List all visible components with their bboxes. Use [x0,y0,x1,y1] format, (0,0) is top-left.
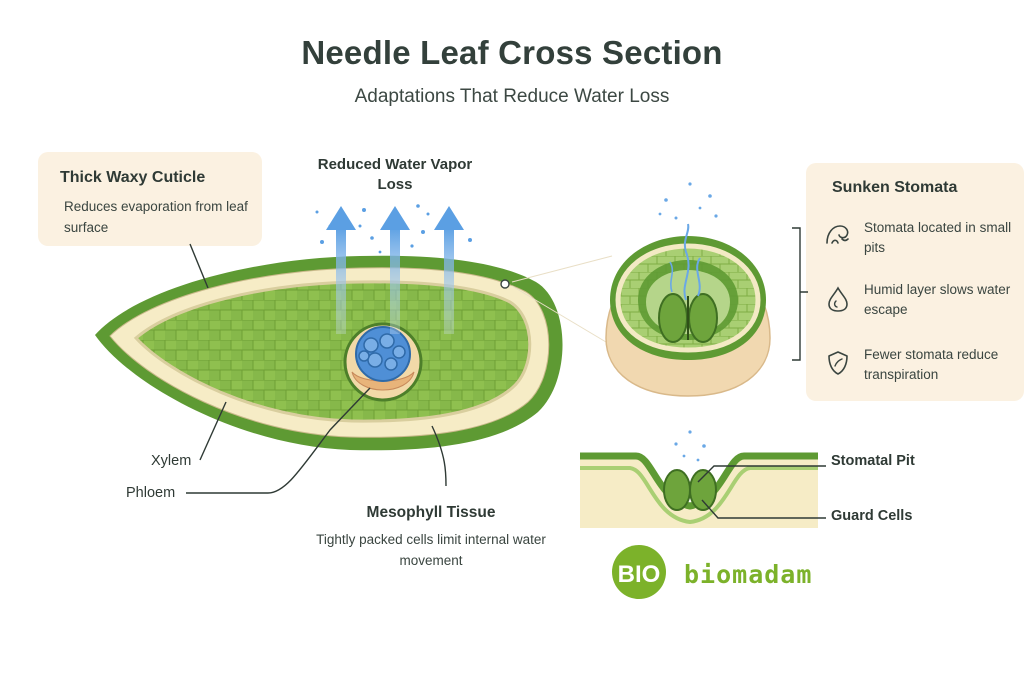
sunken-stomata-title: Sunken Stomata [832,179,958,196]
mesophyll-text: Tightly packed cells limit internal wate… [316,532,546,568]
cuticle-callout-card: Thick Waxy Cuticle Reduces evaporation f… [38,152,262,246]
xylem-label: Xylem [151,453,192,469]
sunken-stomata-card: Sunken Stomata Stomata located in small … [806,163,1024,401]
guard-cells-label: Guard Cells [831,508,913,524]
cuticle-callout-text: Reduces evaporation from leaf surface [64,199,248,235]
shield-icon [828,351,848,375]
water-vapor-label: Reduced Water Vapor Loss [317,156,473,193]
water-vapor-arrows [315,204,472,334]
stomata-item-text: Stomata located in small pits [864,220,1012,255]
cuticle-callout-title: Thick Waxy Cuticle [60,169,206,186]
stomata-item-text: Fewer stomata reduce transpiration [864,347,999,382]
label-leader-lines [186,243,447,494]
needle-leaf-cross-section [95,255,563,451]
stomatal-pit-detail [580,430,826,528]
stomata-item-text: Humid layer slows water escape [864,282,1011,317]
mesophyll-title: Mesophyll Tissue [366,504,496,521]
phloem-label: Phloem [126,485,176,501]
brand-logo: BIO [612,545,666,599]
mesophyll-tissue [133,280,532,423]
stoma-zoom-view [605,182,771,397]
page-title: Needle Leaf Cross Section [301,34,723,71]
page-subtitle: Adaptations That Reduce Water Loss [354,86,670,107]
brand-name: biomadam [684,560,813,589]
brand-logo-text: BIO [618,561,661,588]
stomatal-pit-label: Stomatal Pit [831,453,915,469]
pit-icon [826,225,849,244]
water-drop-icon [828,286,848,312]
